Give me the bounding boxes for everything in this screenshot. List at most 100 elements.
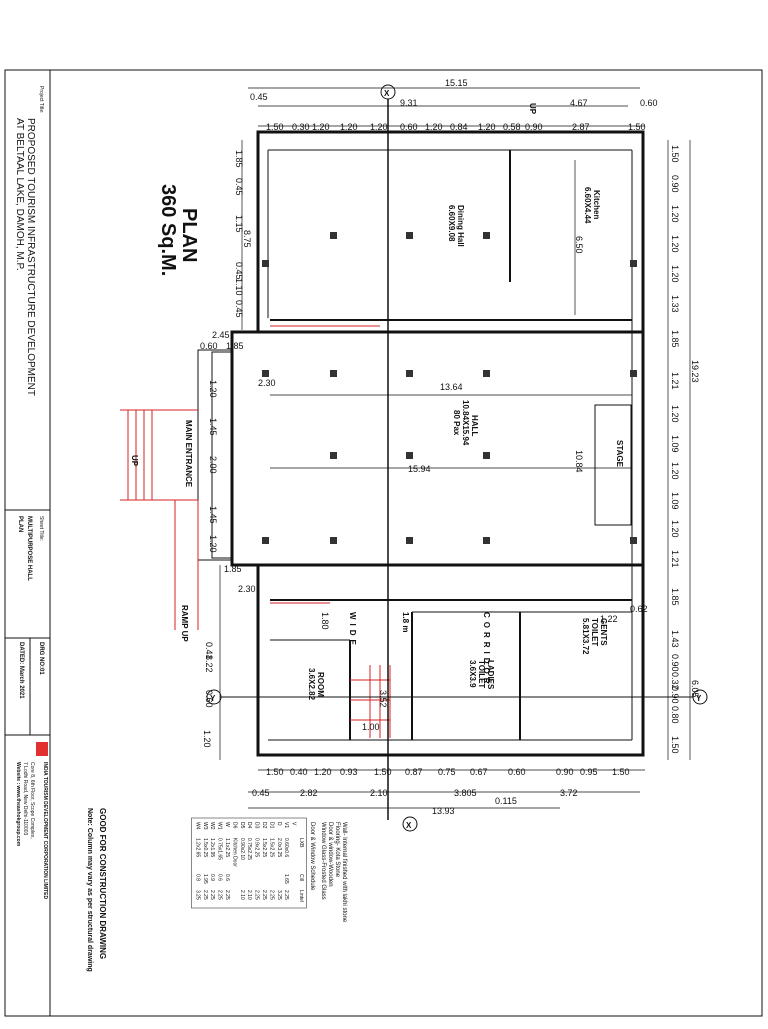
drawing-date: DATED: March 2021: [18, 642, 24, 699]
schedule-cell: 2.0x3.25: [276, 838, 282, 857]
schedule-cell: D3: [254, 822, 260, 829]
schedule-cell: W: [224, 822, 230, 827]
svg-text:Y: Y: [696, 694, 702, 703]
schedule-cell: 0.60x0.6: [283, 838, 289, 857]
note-flooring: Flooring- Kota Stone: [334, 822, 340, 878]
dim-interior-item: 1.45: [208, 506, 218, 524]
schedule-cell: D4: [246, 822, 252, 829]
dining-hall-label: Dining Hall: [456, 205, 465, 247]
dim-right-item: 0.80: [670, 706, 680, 724]
dim-interior-item: 0.60: [204, 690, 214, 708]
project-title-line1: PROPOSED TOURISM INFRASTRUCTURE DEVELOPM…: [25, 118, 36, 396]
org-address-2: 7 Lodhi Road, New Delhi-110003: [22, 762, 28, 836]
dim-interior-item: 1.45: [208, 418, 218, 436]
dim-right-item: 1.20: [670, 520, 680, 538]
dim-right-item: 1.20: [670, 205, 680, 223]
schedule-header: Lintel: [298, 890, 304, 902]
schedule-cell: W4: [194, 822, 200, 830]
dim-top-item: 0.84: [450, 122, 468, 132]
dim-top-item: 1.20: [340, 122, 358, 132]
schedule-cell: V: [291, 822, 297, 826]
itdc-logo-icon: [36, 742, 48, 756]
dim-right-item: 1.09: [670, 435, 680, 453]
dim-top-total: 15.15: [445, 78, 468, 88]
ladies-size: 3.6X3.9: [468, 660, 477, 688]
schedule-cell: 2.25: [283, 890, 289, 900]
org-name: INDIA TOURISM DEVELOPMENT CORPORATION LI…: [42, 762, 48, 900]
dim-right-item: 1.85: [670, 330, 680, 348]
dim-interior-item: 2.30: [238, 584, 256, 594]
org-address-1: Core 8, 6th Floor, Scope Complex,: [29, 762, 35, 839]
schedule-cell: 1.65: [283, 874, 289, 884]
dim-interior-item: 1.85: [224, 564, 242, 574]
dim-bottom-a-item: 2.10: [370, 788, 388, 798]
dim-bottom-item: 0.87: [405, 767, 423, 777]
dim-interior-item: 2.30: [258, 378, 276, 388]
dim-right-row: 1.500.901.201.201.201.331.851.211.201.09…: [670, 145, 680, 754]
dim-interior-item: 0.62: [630, 604, 648, 614]
dim-interior-item: 1.22: [600, 614, 618, 624]
project-label: Project Title:: [38, 86, 44, 114]
schedule-cell: 2.25: [202, 890, 208, 900]
gents-size: 5.81X3.72: [581, 618, 590, 655]
dim-interior-item: 6.50: [574, 236, 584, 254]
gents-toilet-label: TOILET: [590, 618, 599, 646]
dim-interior-item: 0.41: [204, 642, 214, 660]
schedule-cell: W3: [202, 822, 208, 830]
dim-interior-item: 3.52: [378, 690, 388, 708]
dim-top-item: 1.50: [628, 122, 646, 132]
schedule-cell: 1.95: [202, 874, 208, 884]
sheet-border: [4, 69, 763, 1017]
schedule-cell: 1.2x2.65: [194, 838, 200, 857]
schedule-cell: D: [276, 822, 282, 826]
dim-top-item: 0.30: [292, 122, 310, 132]
dim-top-item: 1.50: [266, 122, 284, 132]
plan-title: PLAN: [178, 208, 200, 262]
schedule-cell: 2.25: [209, 890, 215, 900]
dimension-lines: [219, 87, 691, 809]
schedule-header: Cill: [298, 874, 304, 881]
dim-right-item: 1.21: [670, 372, 680, 390]
corridor-width: 1.8 m: [401, 612, 410, 632]
sheet-title-line1: MULTIPURPOSE HALL: [26, 516, 32, 581]
dim-bottom-item: 0.40: [290, 767, 308, 777]
dim-right-item: 1.85: [670, 588, 680, 606]
dim-interior-item: 15.94: [408, 464, 431, 474]
dim-right-total: 19.23: [690, 360, 700, 383]
dim-left-b: 8.22: [204, 655, 214, 673]
dim-top-item: 0.60: [400, 122, 418, 132]
sheet-label: Sheet Title:: [38, 516, 44, 541]
dim-top-item: 0.90: [525, 122, 543, 132]
schedule-cell: 2.10: [246, 890, 252, 900]
dim-interior-item: 13.64: [440, 382, 463, 392]
good-for-construction: GOOD FOR CONSTRUCTION DRAWING: [98, 808, 107, 959]
dim-right-item: 1.09: [670, 492, 680, 510]
kitchen-size: 6.60X4.44: [583, 187, 592, 224]
schedule-header: LXB: [298, 838, 304, 848]
schedule-cell: 2.10: [239, 890, 245, 900]
dim-right-item: 1.20: [670, 235, 680, 253]
schedule-cell: 1.5x0.25: [202, 838, 208, 857]
dim-bottom-item: 0.93: [340, 767, 358, 777]
dim-interior-item: 1.85: [226, 341, 244, 351]
schedule-cell: 0.75x2.25: [246, 838, 252, 860]
dim-top-item: 1.20: [312, 122, 330, 132]
column-note: Note: Column may vary as per structural …: [86, 808, 93, 972]
dim-bottom-a-item: 3.805: [454, 788, 477, 798]
door-window-schedule: LXBCillLintelVV10.60x0.61.652.25D2.0x3.2…: [191, 817, 307, 909]
note-window-glass: Window Glass-Frosted Glass: [320, 822, 326, 900]
sheet-title-line2: PLAN: [17, 516, 23, 532]
schedule-cell: 0.75x1.65: [217, 838, 223, 860]
dim-right-item: 1.20: [670, 405, 680, 423]
note-wall: Wall- Internal finished with lakhi stone: [341, 822, 347, 923]
schedule-cell: 2.25: [224, 890, 230, 900]
axis-marker-x-bottom: [402, 816, 418, 832]
ladies-toilet-label: TOILET: [477, 660, 486, 688]
dim-right-b: 6.05: [690, 680, 700, 698]
dim-top-c: 0.60: [640, 98, 658, 108]
dim-interior-item: 2.00: [208, 456, 218, 474]
dim-interior-item: 10.84: [574, 450, 584, 473]
dim-bottom-item: 1.50: [612, 767, 630, 777]
